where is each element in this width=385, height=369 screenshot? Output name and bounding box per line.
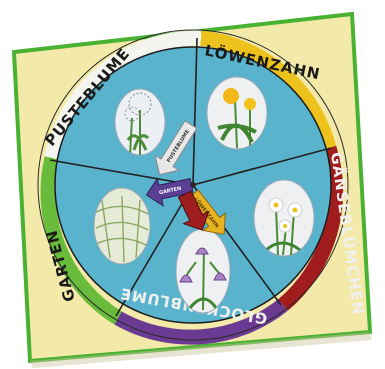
ring-segment-loewenzahn bbox=[200, 30, 337, 150]
picture-pusteblume bbox=[114, 88, 166, 156]
dandelion-flower-icon bbox=[223, 88, 239, 104]
wheel-dividers bbox=[49, 37, 332, 317]
ring-segment-glockenblume bbox=[114, 299, 288, 345]
divider-line bbox=[192, 147, 332, 186]
pointer-garten-label: GARTEN bbox=[159, 186, 182, 197]
picture-gaensebluemchen bbox=[253, 179, 315, 257]
pointer-pivot bbox=[190, 182, 196, 188]
ring-segment-pusteblume bbox=[44, 30, 202, 160]
picture-loewenzahn bbox=[206, 76, 268, 150]
divider-line bbox=[192, 37, 198, 186]
daisy-icon bbox=[268, 197, 303, 233]
wheel-ring bbox=[40, 30, 344, 345]
divider-line bbox=[115, 184, 194, 317]
picture-glockenblume bbox=[175, 228, 231, 314]
pointer-arrows: GARTEN PUSTEBLUME LÖWENZAHN bbox=[145, 120, 226, 236]
ring-segment-garten bbox=[40, 156, 123, 325]
divider-line bbox=[49, 159, 194, 186]
paper-shadow bbox=[30, 332, 372, 368]
picture-garten bbox=[93, 187, 151, 265]
garden-icon bbox=[95, 195, 149, 263]
bellflower-icon bbox=[179, 247, 227, 283]
ring-segment-gaensebluemchen bbox=[278, 145, 344, 311]
pointer-red bbox=[177, 190, 210, 231]
wheel-ring-outline bbox=[37, 29, 349, 341]
